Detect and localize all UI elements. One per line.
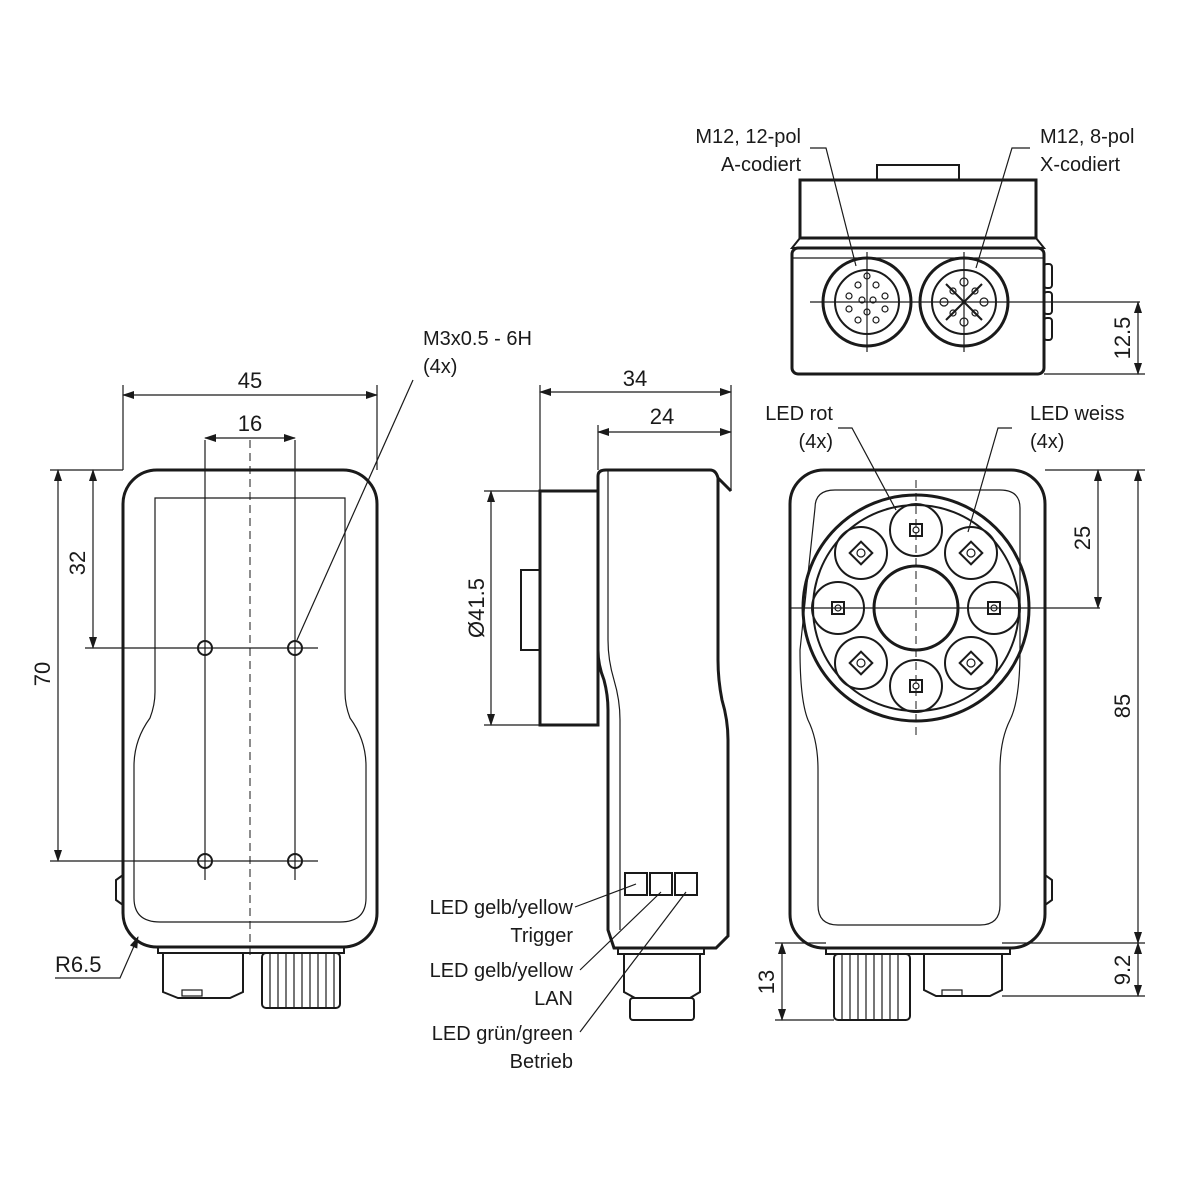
lens-view-plug	[833, 953, 911, 1021]
label-led-weiss-count: (4x)	[1030, 431, 1064, 453]
lens-view-socket-nut	[941, 989, 963, 997]
status-led-power	[674, 872, 698, 896]
led-rot	[811, 581, 865, 635]
side-connector-nut	[629, 997, 695, 1021]
connector-plug-thread	[269, 953, 335, 1008]
dim-rear-connector-offset: 12.5	[1110, 317, 1135, 360]
dim-connector-length: 13	[754, 970, 779, 994]
leader-led-trigger	[574, 883, 637, 908]
dim-connector-offset: 9.2	[1110, 955, 1135, 986]
connector-plug-right	[261, 952, 341, 1009]
leader-corner-radius	[55, 936, 139, 979]
connector-housing-tab	[876, 164, 960, 181]
lens-view: LED rot (4x) LED weiss (4x) 25 85 9.2 13	[754, 403, 1145, 1021]
label-m12-8pol-coding: X-codiert	[1040, 154, 1120, 176]
leader-m12-12pol	[810, 147, 857, 267]
dim-side-body-depth: 24	[650, 404, 674, 429]
status-led-trigger	[624, 872, 648, 896]
connector-socket-left	[162, 953, 244, 999]
led-weiss	[944, 526, 998, 580]
lens-tab	[520, 569, 541, 651]
connector-view: M12, 12-pol A-codiert M12, 8-pol X-codie…	[695, 126, 1145, 376]
dim-corner-radius: R6.5	[55, 952, 101, 977]
connector-housing-top	[798, 178, 1038, 240]
led-weiss	[834, 526, 888, 580]
status-led-lan	[649, 872, 673, 896]
label-led-lan-function: LAN	[534, 988, 573, 1010]
led-weiss	[834, 636, 888, 690]
front-view: 45 16 32 70 R6.5 M3x0.5 - 6H (4x)	[30, 328, 532, 1009]
side-connector	[623, 954, 701, 999]
label-led-lan: LED gelb/yellow	[430, 960, 574, 982]
lens-view-side-tab	[1044, 874, 1053, 906]
dim-hole-spacing-y: 32	[65, 551, 90, 575]
lens-view-bottom-plate	[825, 947, 1011, 955]
leader-led-weiss	[967, 427, 1012, 533]
connector-side-bump	[1043, 291, 1053, 315]
mounting-hole	[287, 640, 303, 656]
label-m12-12pol-coding: A-codiert	[721, 154, 801, 176]
connector-side-bump	[1043, 317, 1053, 341]
led-rot	[889, 659, 943, 713]
leader-led-lan	[579, 891, 662, 971]
led-weiss	[944, 636, 998, 690]
camera-lens	[872, 564, 960, 652]
connector-m12-12pol	[821, 252, 913, 352]
leader-thread	[296, 379, 414, 641]
label-thread-count: (4x)	[423, 356, 457, 378]
mounting-hole	[197, 853, 213, 869]
dim-total-height: 85	[1110, 694, 1135, 718]
bottom-plate	[157, 946, 345, 954]
dim-ring-offset: 25	[1070, 526, 1095, 550]
label-led-rot-count: (4x)	[799, 431, 833, 453]
label-led-trigger-function: Trigger	[510, 925, 573, 947]
label-led-power: LED grün/green	[432, 1023, 573, 1045]
leader-led-rot	[838, 427, 897, 511]
connector-side-bump	[1043, 263, 1053, 289]
leader-m12-8pol	[975, 147, 1030, 269]
label-m12-8pol: M12, 8-pol	[1040, 126, 1135, 148]
label-led-rot: LED rot	[765, 403, 833, 425]
lens-view-inner-contour	[799, 489, 1021, 926]
label-led-trigger: LED gelb/yellow	[430, 897, 574, 919]
label-thread: M3x0.5 - 6H	[423, 328, 532, 350]
front-inner-contour	[133, 497, 367, 923]
led-rot	[889, 503, 943, 557]
label-led-weiss: LED weiss	[1030, 403, 1124, 425]
side-connector-plate	[617, 947, 705, 955]
dim-hole-spacing-x: 16	[238, 411, 262, 436]
dim-side-depth: 34	[623, 366, 647, 391]
connector-socket-left-nut	[181, 989, 203, 997]
side-housing-outline	[596, 468, 733, 950]
side-inner-contour	[607, 470, 621, 930]
side-tab	[115, 874, 124, 906]
lens-body	[538, 489, 600, 727]
label-m12-12pol: M12, 12-pol	[695, 126, 801, 148]
mounting-hole	[197, 640, 213, 656]
side-view: 34 24 Ø41.5 LED gelb/yellow Trigger LED …	[430, 366, 733, 1073]
led-rot	[967, 581, 1021, 635]
lens-view-socket	[923, 954, 1003, 997]
mounting-hole	[287, 853, 303, 869]
dim-front-width: 45	[238, 368, 262, 393]
dim-front-height: 70	[30, 662, 55, 686]
lens-view-plug-thread	[841, 954, 899, 1020]
leader-led-power	[579, 891, 687, 1033]
connector-m12-8pol	[918, 252, 1010, 352]
label-led-power-function: Betrieb	[510, 1051, 573, 1073]
dim-lens-diameter: Ø41.5	[464, 578, 489, 638]
